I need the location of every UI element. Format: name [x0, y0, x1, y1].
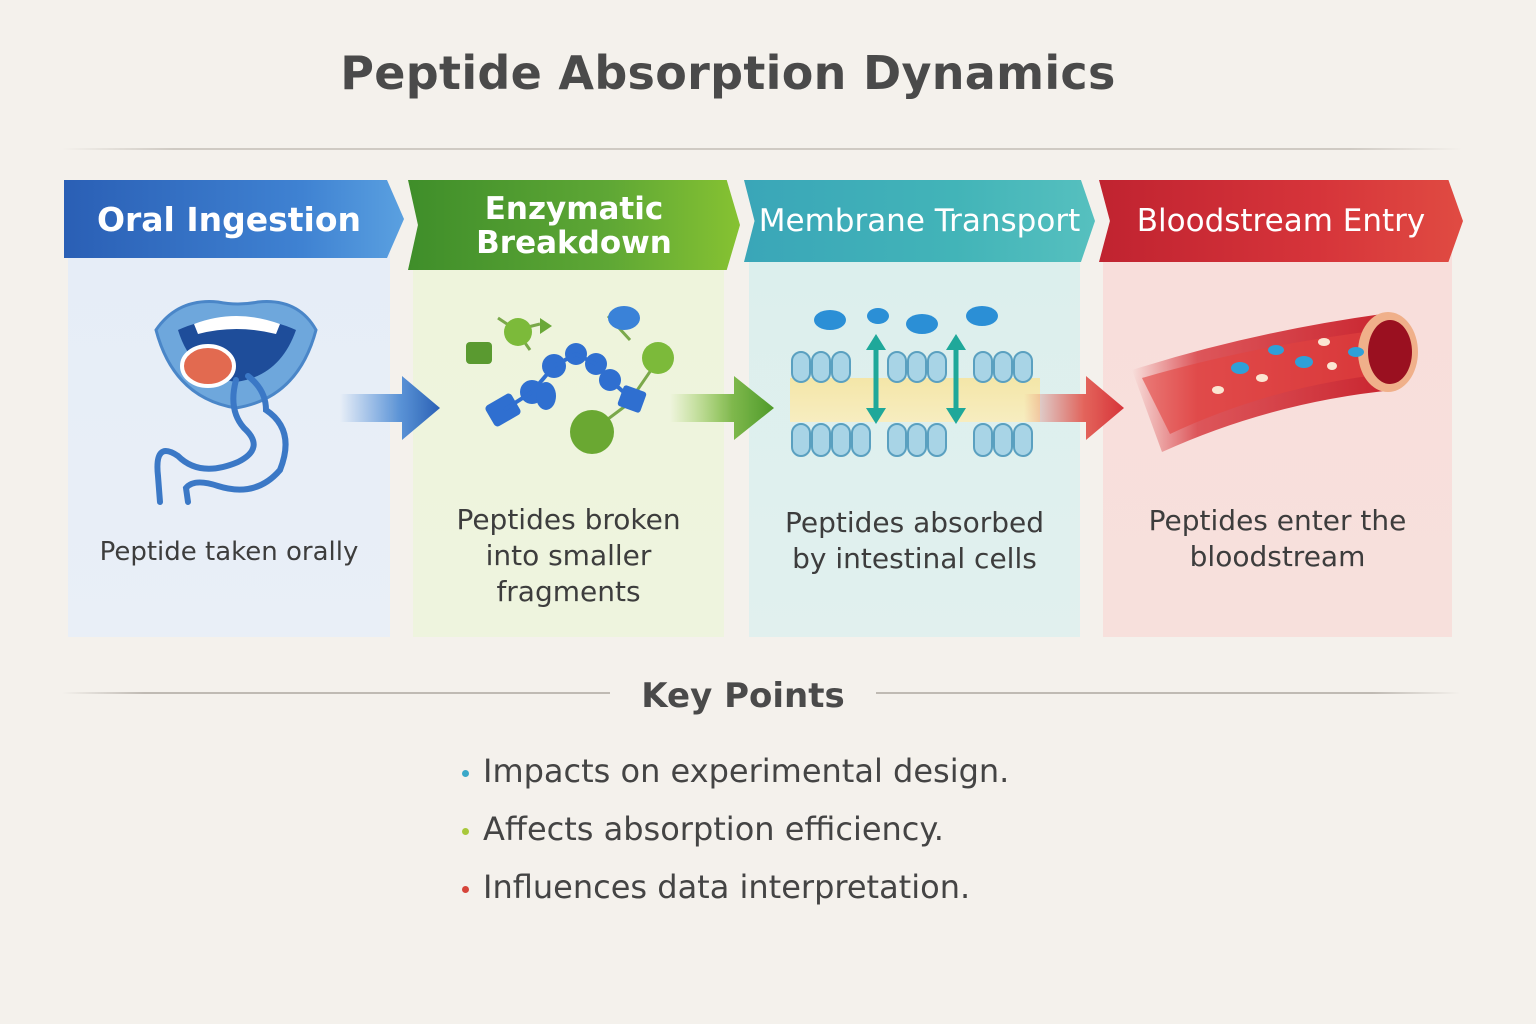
stage-header-bloodstream-entry: Bloodstream Entry	[1099, 180, 1463, 262]
stage-description-line: Peptides broken	[456, 503, 681, 536]
stage-description-line: into smaller	[485, 539, 652, 572]
key-point-item: Influences data interpretation.	[462, 858, 1009, 916]
stage-header-label-line2: Breakdown	[476, 225, 672, 261]
stage-header-membrane-transport: Membrane Transport	[744, 180, 1095, 262]
key-point-item: Impacts on experimental design.	[462, 742, 1009, 800]
stage-description-line: bloodstream	[1189, 540, 1366, 573]
flow-arrow-3	[1024, 376, 1124, 440]
key-points-divider-right	[876, 692, 1460, 694]
stage-header-label: Oral Ingestion	[96, 199, 362, 239]
key-point-text: Affects absorption efficiency.	[483, 810, 944, 848]
key-point-item: Affects absorption efficiency.	[462, 800, 1009, 858]
peptide-fragments-icon	[466, 306, 674, 454]
stage-description-line: fragments	[496, 575, 641, 608]
stage-description-membrane-transport: Peptides absorbed by intestinal cells	[749, 505, 1080, 577]
bullet-dot-icon	[462, 885, 469, 893]
title-divider	[62, 148, 1462, 150]
stage-description-line: by intestinal cells	[792, 542, 1037, 575]
bullet-dot-icon	[462, 827, 469, 835]
flow-arrow-1	[340, 376, 440, 440]
cell-membrane-icon	[790, 306, 1040, 457]
stage-description-line: Peptides enter the	[1148, 504, 1407, 537]
blood-vessel-icon	[1132, 312, 1418, 452]
key-points-divider-left	[62, 692, 610, 694]
flow-arrow-2	[670, 376, 774, 440]
stage-header-oral-ingestion: Oral Ingestion	[64, 180, 404, 258]
stage-panel-enzymatic-breakdown	[413, 252, 724, 637]
stage-header-enzymatic-breakdown: Enzymatic Breakdown	[408, 180, 740, 270]
stage-header-label: Membrane Transport	[758, 203, 1081, 239]
stage-description-enzymatic-breakdown: Peptides broken into smaller fragments	[413, 502, 724, 610]
key-points-list: Impacts on experimental design. Affects …	[462, 742, 1009, 916]
key-points-title: Key Points	[641, 676, 845, 716]
bullet-dot-icon	[462, 769, 469, 777]
key-point-text: Influences data interpretation.	[483, 868, 971, 906]
mouth-stomach-icon	[154, 300, 318, 505]
stage-description-line: Peptides absorbed	[784, 506, 1045, 539]
stage-description-bloodstream-entry: Peptides enter the bloodstream	[1103, 503, 1452, 575]
stage-description-oral-ingestion: Peptide taken orally	[68, 534, 390, 570]
key-point-text: Impacts on experimental design.	[483, 752, 1010, 790]
stage-header-label: Bloodstream Entry	[1136, 203, 1426, 239]
stage-description-text: Peptide taken orally	[99, 537, 359, 567]
page-title: Peptide Absorption Dynamics	[340, 46, 1116, 100]
stage-header-label-line1: Enzymatic	[484, 191, 664, 227]
